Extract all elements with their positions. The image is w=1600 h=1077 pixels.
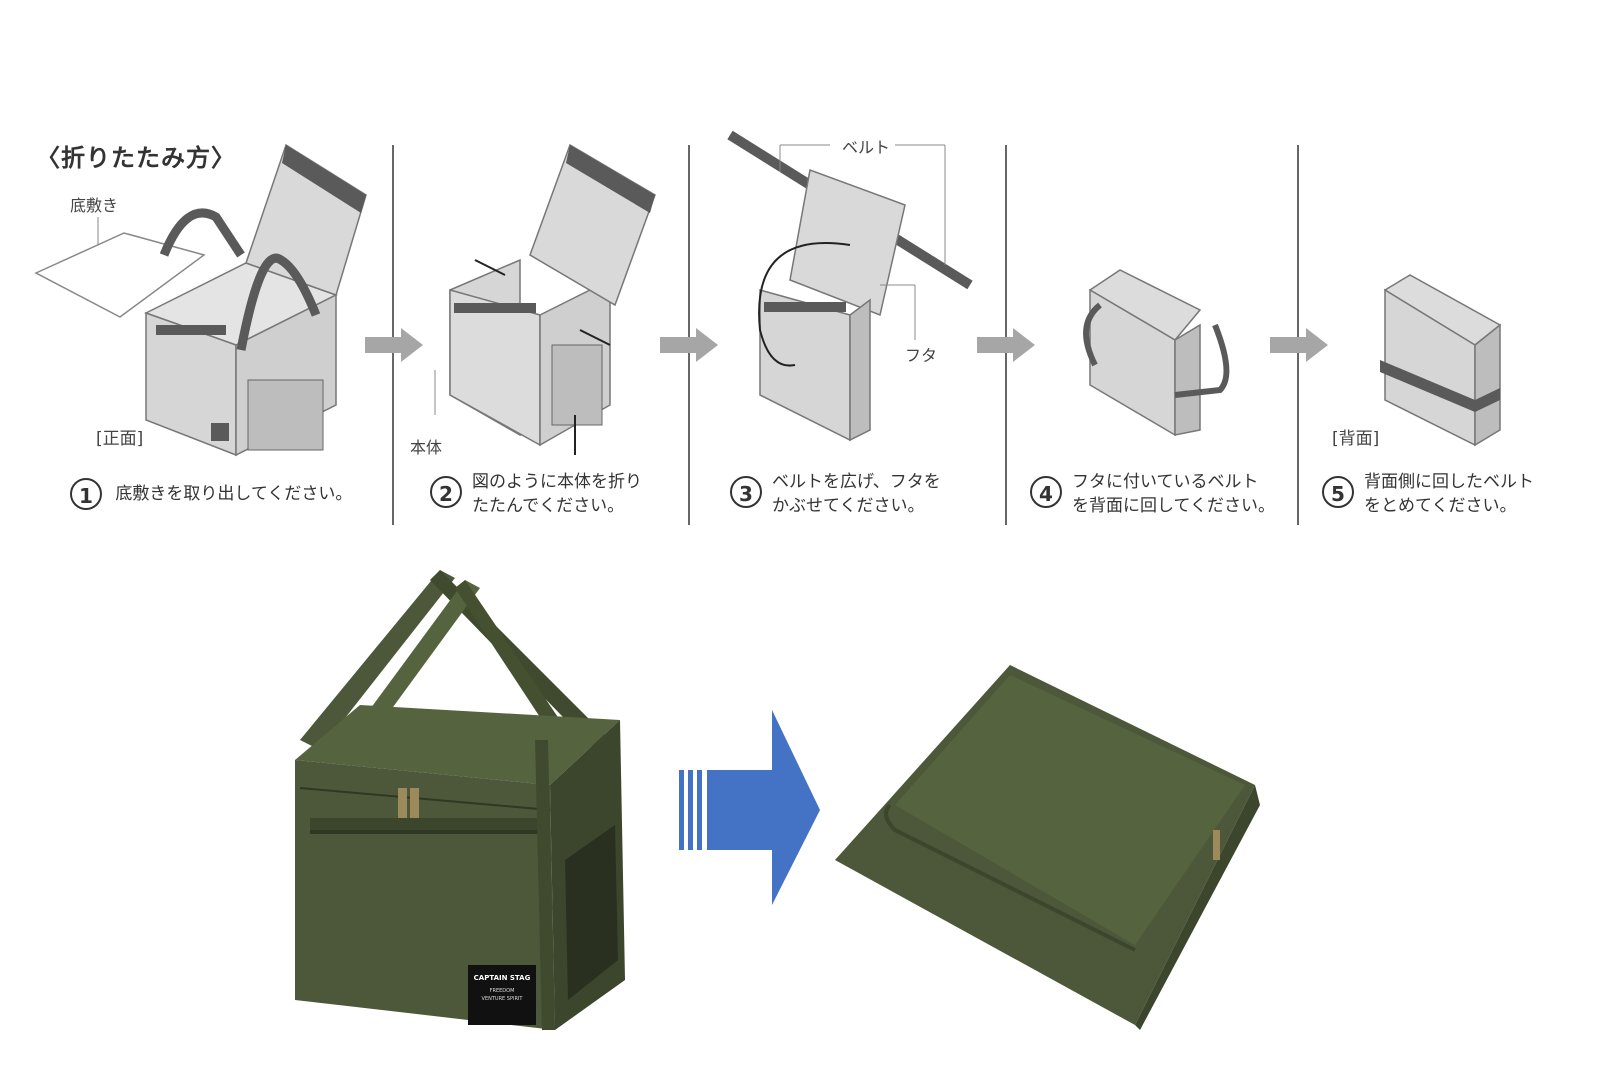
step-arrow-1 [365, 328, 423, 362]
step-text-line: をとめてください。 [1364, 496, 1517, 516]
step2-illustration [434, 143, 656, 455]
step-text-line: を背面に回してください。 [1072, 496, 1275, 516]
step-number: 3 [730, 476, 762, 508]
label-belt: ベルト [842, 138, 891, 157]
step4-illustration [1083, 269, 1230, 437]
step-arrow-3 [977, 328, 1035, 362]
label-lid: フタ [905, 346, 938, 365]
cooler-bag-folded-photo [835, 665, 1260, 1030]
divider-2 [688, 145, 690, 525]
step-2: 2 図のように本体を折り たたんでください。 [430, 470, 680, 518]
step-text-line: 背面側に回したベルト [1364, 472, 1534, 492]
step-3: 3 ベルトを広げ、フタを かぶせてください。 [730, 470, 1000, 518]
blue-transform-arrow [679, 710, 820, 905]
label-body: 本体 [410, 438, 443, 457]
step-text-line: フタに付いているベルト [1072, 472, 1259, 492]
step-number: 1 [70, 478, 102, 510]
step-text-line: 底敷きを取り出してください。 [115, 484, 353, 504]
step-number: 5 [1322, 476, 1354, 508]
step-4: 4 フタに付いているベルト を背面に回してください。 [1030, 470, 1295, 518]
step-text-line: かぶせてください。 [772, 496, 925, 516]
step-arrow-4 [1270, 328, 1328, 362]
step5-illustration [1380, 274, 1502, 447]
step3-illustration [727, 130, 973, 442]
step-arrow-2 [660, 328, 718, 362]
step-text-line: たたんでください。 [472, 496, 625, 516]
step-number: 4 [1030, 476, 1062, 508]
label-bottom-plate: 底敷き [70, 196, 119, 215]
label-line2: VENTURE SPIRIT [482, 996, 524, 1002]
label-line1: FREEDOM [490, 988, 515, 994]
divider-1 [392, 145, 394, 525]
divider-4 [1297, 145, 1299, 525]
label-brand: CAPTAIN STAG [474, 974, 531, 982]
label-back: [背面] [1332, 429, 1380, 449]
step-number: 2 [430, 476, 462, 508]
step-text-line: 図のように本体を折り [472, 472, 642, 492]
step-text-line: ベルトを広げ、フタを [772, 472, 941, 492]
divider-3 [1005, 145, 1007, 525]
step-5: 5 背面側に回したベルト をとめてください。 [1322, 470, 1592, 518]
step1-illustration [34, 143, 367, 457]
step-1: 1 底敷きを取り出してください。 [70, 478, 380, 510]
label-front: [正面] [96, 429, 144, 449]
cooler-bag-open-photo: CAPTAIN STAG FREEDOM VENTURE SPIRIT [295, 570, 625, 1030]
instructions-title: 〈折りたたみ方〉 [36, 144, 236, 172]
